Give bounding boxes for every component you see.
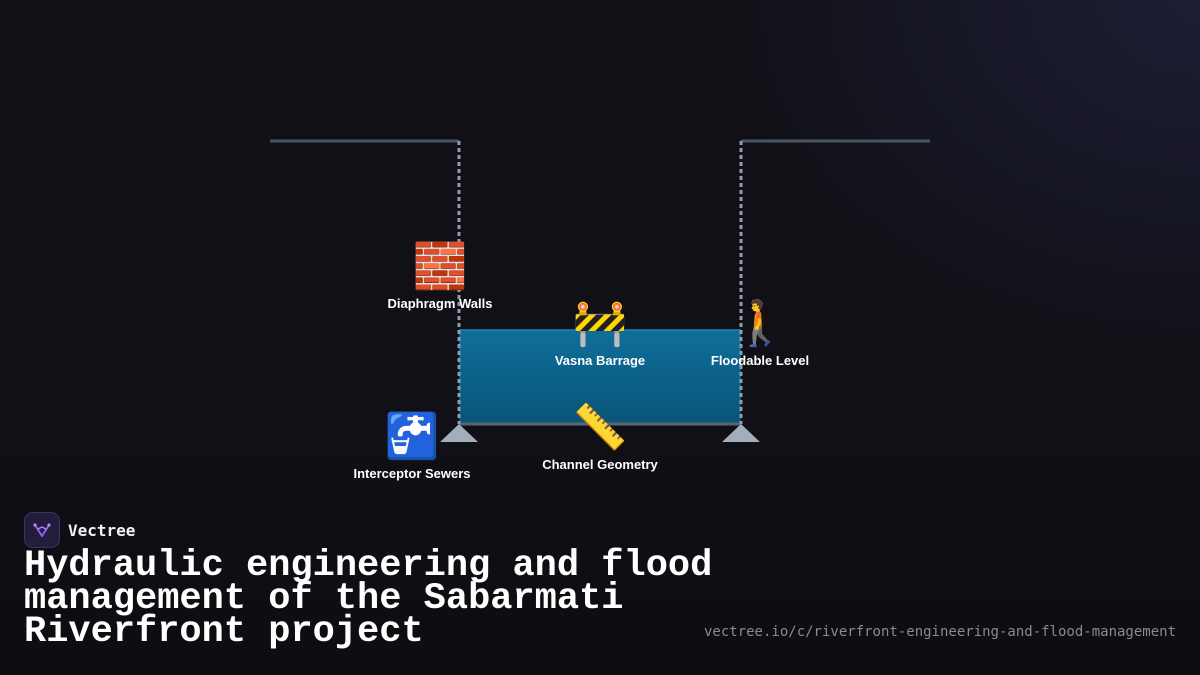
node-interceptor-sewers: 🚰 Interceptor Sewers: [353, 411, 471, 482]
left-support-triangle: [440, 424, 478, 442]
ruler-icon: 📏: [572, 402, 628, 453]
potable-water-tap-icon: 🚰: [384, 411, 440, 462]
node-label: Vasna Barrage: [554, 353, 646, 368]
node-label: Floodable Level: [710, 353, 810, 368]
brick-wall-icon: 🧱: [412, 241, 468, 292]
node-floodable-level: 🚶 Floodable Level: [710, 298, 810, 369]
walking-person-icon: 🚶: [732, 298, 788, 349]
right-support-triangle: [722, 424, 760, 442]
brand-name: Vectree: [68, 520, 136, 540]
brand[interactable]: Vectree: [24, 512, 135, 548]
node-diaphragm-walls: 🧱 Diaphragm Walls: [387, 241, 493, 312]
node-channel-geometry: 📏 Channel Geometry: [542, 402, 658, 473]
node-label: Interceptor Sewers: [353, 466, 471, 481]
water-body: [459, 330, 741, 424]
page-title: Hydraulic engineering and flood manageme…: [24, 545, 713, 653]
source-url[interactable]: vectree.io/c/riverfront-engineering-and-…: [703, 624, 1176, 640]
construction-barrier-icon: 🚧: [572, 298, 628, 349]
node-label: Channel Geometry: [542, 457, 658, 472]
node-label: Diaphragm Walls: [387, 296, 493, 311]
vectree-logo-icon: [24, 512, 60, 548]
node-vasna-barrage: 🚧 Vasna Barrage: [554, 298, 646, 369]
